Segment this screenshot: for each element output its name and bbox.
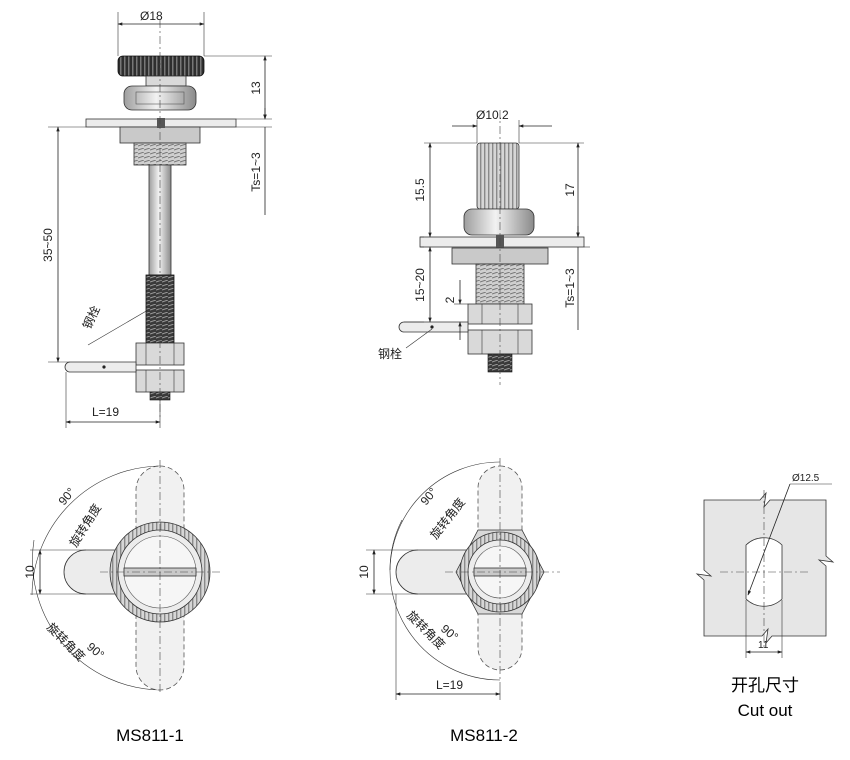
ms811-2-side-view xyxy=(398,110,590,385)
cutout-diameter: Ø12.5 xyxy=(792,473,820,484)
ms811-2-caption: MS811-2 xyxy=(450,726,518,745)
v1-knob-diameter: Ø18 xyxy=(140,9,163,23)
ms811-1-caption: MS811-1 xyxy=(116,726,184,745)
v2-cam-width: 10 xyxy=(357,565,371,579)
cutout-title-en: Cut out xyxy=(738,701,793,720)
v1-length: 35~50 xyxy=(41,228,55,262)
v2-ts: Ts=1~3 xyxy=(563,268,577,308)
v2-cam-length: L=19 xyxy=(436,678,463,692)
v2-gap: 2 xyxy=(443,296,457,303)
ms811-1-side-view xyxy=(48,12,272,428)
v1-bolt-label: 钢栓 xyxy=(79,303,103,331)
v1-ts: Ts=1~3 xyxy=(249,152,263,192)
v2-knob-diameter: Ø10.2 xyxy=(476,108,509,122)
v1-cam-length: L=19 xyxy=(92,405,119,419)
v2-angle-top: 90° xyxy=(418,485,441,508)
v2-knob-height: 15.5 xyxy=(413,178,427,202)
v2-overall-height: 17 xyxy=(563,183,577,197)
ms811-2-top-view xyxy=(366,458,560,700)
v2-bolt-label: 钢栓 xyxy=(378,346,402,361)
cutout-flat-width: 11 xyxy=(758,640,769,651)
v1-cam-width: 10 xyxy=(23,565,37,579)
v2-range: 15~20 xyxy=(413,268,427,302)
cutout-view xyxy=(695,483,835,658)
v1-angle-top: 90° xyxy=(56,485,79,508)
v1-angle-bottom: 90° xyxy=(84,640,107,663)
v1-rotation-top: 旋转角度 xyxy=(66,501,104,550)
v1-rotation-bottom: 旋转角度 xyxy=(44,620,89,665)
ms811-1-top-view xyxy=(30,460,220,695)
cutout-title-cn: 开孔尺寸 xyxy=(731,676,799,695)
v1-head-height: 13 xyxy=(249,81,263,95)
